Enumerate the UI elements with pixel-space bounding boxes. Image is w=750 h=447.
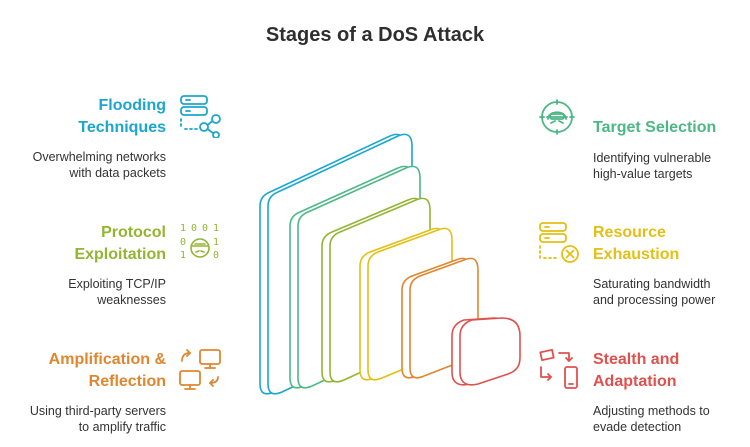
devices-transfer-icon xyxy=(537,347,581,391)
flooding-description: Overwhelming networks with data packets xyxy=(32,150,166,180)
amplification-heading: Amplification & Reflection xyxy=(48,351,166,390)
binary-digit: 0 xyxy=(213,250,219,261)
amplification-description: Using third-party servers to amplify tra… xyxy=(29,404,166,434)
flooding-heading: Flooding Techniques xyxy=(78,97,166,136)
resource-description: Saturating bandwidth and processing powe… xyxy=(593,277,716,307)
server-share-icon xyxy=(178,94,224,138)
binary-digit: 0 xyxy=(180,237,186,248)
binary-digit: 0 xyxy=(202,223,208,234)
resource-heading: Resource Exhaustion xyxy=(593,224,680,263)
binary-digit: 1 xyxy=(213,237,219,248)
computers-exchange-icon xyxy=(178,347,224,391)
server-error-icon xyxy=(537,221,581,265)
stacked-layers-diagram xyxy=(230,130,530,405)
binary-digit: 1 xyxy=(180,223,186,234)
binary-hacker-icon: 1 0 0 1 0 1 1 0 xyxy=(178,221,224,263)
binary-digit: 1 xyxy=(180,250,186,261)
page-title: Stages of a DoS Attack xyxy=(265,24,485,46)
target-description: Identifying vulnerable high-value target… xyxy=(593,151,712,181)
protocol-description: Exploiting TCP/IP weaknesses xyxy=(68,277,166,307)
binary-digit: 0 xyxy=(191,223,197,234)
masked-face-target-icon xyxy=(539,99,575,135)
protocol-heading: Protocol Exploitation xyxy=(74,224,166,263)
layer-stealth xyxy=(451,317,521,386)
binary-digit: 1 xyxy=(213,223,219,234)
stealth-description: Adjusting methods to evade detection xyxy=(593,404,710,434)
stealth-heading: Stealth and Adaptation xyxy=(593,351,680,390)
target-heading: Target Selection xyxy=(593,119,717,136)
